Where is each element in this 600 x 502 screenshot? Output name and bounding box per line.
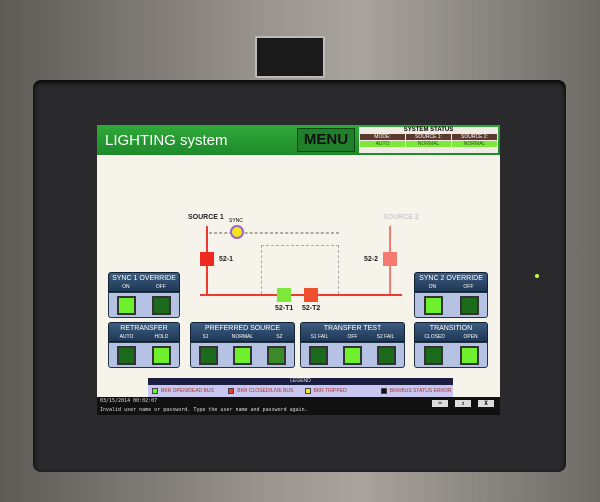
- option-label: CLOSED: [424, 334, 445, 340]
- sync-dash-line: [209, 232, 339, 234]
- sync-icon[interactable]: [230, 225, 244, 239]
- transfer-test-panel: TRANSFER TEST S1 FAIL OFF S2 FAIL: [300, 322, 405, 368]
- transition-closed-button[interactable]: [423, 345, 443, 365]
- sync2-off-button[interactable]: [459, 295, 479, 315]
- system-status: SYSTEM STATUS MODE: SOURCE 1: SOURCE 2: …: [359, 127, 498, 153]
- option-label: NORMAL: [231, 334, 254, 340]
- system-status-title: SYSTEM STATUS: [403, 127, 454, 133]
- panel-title: SYNC 2 OVERRIDE: [419, 275, 483, 282]
- camera-module: [255, 36, 325, 78]
- close-button[interactable]: X: [478, 400, 494, 407]
- test-off-button[interactable]: [342, 345, 362, 365]
- transition-open-button[interactable]: [459, 345, 479, 365]
- header-bar: LIGHTING system MENU SYSTEM STATUS MODE:…: [97, 125, 500, 155]
- legend: LEGEND BKR OPEN/DEAD BUS BKR CLOSED/LIVE…: [148, 378, 453, 397]
- legend-item: BKR OPEN/DEAD BUS: [161, 388, 214, 394]
- legend-title: LEGEND: [148, 378, 453, 385]
- keyboard-icon[interactable]: ⌨: [432, 400, 448, 407]
- retransfer-auto-button[interactable]: [117, 345, 136, 365]
- option-label: S1: [202, 334, 209, 340]
- preferred-normal-button[interactable]: [232, 345, 252, 365]
- sync-label: SYNC: [229, 218, 243, 224]
- breaker-52-1[interactable]: [200, 252, 214, 266]
- status-source2-label: SOURCE 2:: [452, 134, 497, 140]
- legend-swatch-error: [380, 388, 387, 394]
- test-s2-fail-button[interactable]: [377, 345, 397, 365]
- legend-swatch-open: [152, 388, 158, 394]
- panel-title: SYNC 1 OVERRIDE: [112, 275, 176, 282]
- sync2-override-panel: SYNC 2 OVERRIDE ON OFF: [414, 272, 488, 318]
- breaker-52-2[interactable]: [383, 252, 397, 266]
- option-label: OFF: [347, 334, 358, 340]
- preferred-s2-button[interactable]: [267, 345, 287, 365]
- status-source1-value: NORMAL: [406, 141, 451, 147]
- main-bus: [200, 294, 402, 296]
- info-icon[interactable]: ↕: [455, 400, 471, 407]
- page-title: LIGHTING system: [105, 132, 228, 149]
- panel-title: TRANSITION: [429, 325, 473, 332]
- status-mode-label: MODE:: [360, 134, 405, 140]
- option-label: ON: [122, 284, 130, 290]
- sync1-override-panel: SYNC 1 OVERRIDE ON OFF: [108, 272, 180, 318]
- status-bar: 03/15/2014 00:02:07 Invalid user name or…: [97, 397, 500, 415]
- option-label: AUTO: [119, 334, 134, 340]
- status-mode-value: AUTO: [360, 141, 405, 147]
- status-source1-label: SOURCE 1:: [406, 134, 451, 140]
- panel-title: RETRANSFER: [120, 325, 168, 332]
- source1-label: SOURCE 1: [188, 214, 224, 221]
- breaker-52-1-label: 52-1: [219, 256, 234, 263]
- breaker-52-t1-label: 52-T1: [275, 305, 294, 312]
- option-label: ON: [428, 284, 437, 290]
- legend-item: BKR/BUS STATUS ERROR: [389, 388, 452, 394]
- source2-label: SOURCE 2: [383, 214, 419, 221]
- tie-dash-line: [261, 245, 339, 294]
- legend-item: BKR TRIPPED: [313, 388, 347, 394]
- preferred-source-panel: PREFERRED SOURCE S1 NORMAL S2: [190, 322, 295, 368]
- panel-title: TRANSFER TEST: [323, 325, 382, 332]
- hmi-screen: LIGHTING system MENU SYSTEM STATUS MODE:…: [97, 125, 500, 415]
- menu-button[interactable]: MENU: [297, 128, 355, 152]
- sync2-on-button[interactable]: [423, 295, 443, 315]
- preferred-s1-button[interactable]: [198, 345, 218, 365]
- retransfer-hold-button[interactable]: [152, 345, 171, 365]
- legend-swatch-tripped: [304, 388, 311, 394]
- panel-title: PREFERRED SOURCE: [204, 325, 281, 332]
- option-label: OFF: [463, 284, 474, 290]
- breaker-52-t1[interactable]: [277, 288, 291, 302]
- status-source2-value: NORMAL: [452, 141, 497, 147]
- option-label: S2 FAIL: [376, 334, 395, 340]
- legend-swatch-closed: [228, 388, 235, 394]
- breaker-52-2-label: 52-2: [364, 256, 379, 263]
- sync1-off-button[interactable]: [152, 295, 171, 315]
- retransfer-panel: RETRANSFER AUTO HOLD: [108, 322, 180, 368]
- legend-item: BKR CLOSED/LIVE BUS: [237, 388, 294, 394]
- option-label: S2: [276, 334, 283, 340]
- power-led: [535, 274, 539, 278]
- test-s1-fail-button[interactable]: [308, 345, 328, 365]
- option-label: OPEN: [463, 334, 478, 340]
- option-label: HOLD: [154, 334, 169, 340]
- timestamp: 03/15/2014 00:02:07: [100, 398, 158, 404]
- breaker-52-t2[interactable]: [304, 288, 318, 302]
- option-label: OFF: [155, 284, 166, 290]
- status-message: Invalid user name or password. Type the …: [100, 407, 308, 413]
- breaker-52-t2-label: 52-T2: [302, 305, 321, 312]
- sync1-on-button[interactable]: [117, 295, 136, 315]
- option-label: S1 FAIL: [310, 334, 329, 340]
- transition-panel: TRANSITION CLOSED OPEN: [414, 322, 488, 368]
